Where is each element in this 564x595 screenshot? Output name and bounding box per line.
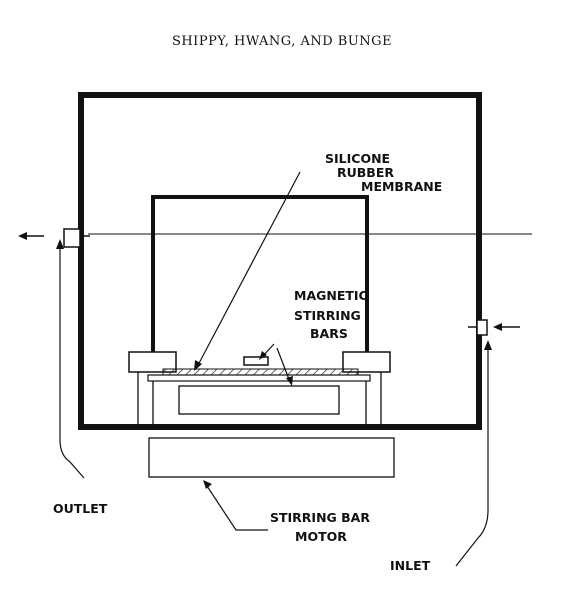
left-support-block bbox=[128, 351, 177, 373]
magnetic-stirring-bar bbox=[243, 356, 269, 366]
stirring-label-line2: STIRRING bbox=[294, 308, 361, 323]
membrane-leader bbox=[196, 171, 301, 368]
right-support-block bbox=[342, 351, 391, 373]
outlet-leader bbox=[59, 242, 85, 479]
inlet-label: INLET bbox=[390, 558, 431, 573]
membrane-label-line3: MEMBRANE bbox=[361, 179, 442, 194]
inlet-arrowhead bbox=[493, 323, 502, 331]
lower-chamber bbox=[178, 385, 340, 415]
membrane-leader-arrowhead bbox=[194, 360, 202, 371]
outlet-arrowhead bbox=[18, 232, 27, 240]
stirring-label-line3: BARS bbox=[310, 326, 348, 341]
inner-chamber bbox=[151, 195, 369, 356]
outlet-port bbox=[63, 228, 81, 248]
stirring-bars-leader-2 bbox=[276, 347, 291, 383]
stirring-bar-motor bbox=[148, 437, 395, 478]
motor-leader bbox=[204, 482, 268, 531]
outlet-leader-arrowhead bbox=[56, 239, 64, 249]
motor-label-line1: STIRRING BAR bbox=[270, 510, 370, 525]
running-head: SHIPPY, HWANG, AND BUNGE bbox=[171, 34, 393, 49]
inlet-port bbox=[476, 319, 488, 336]
outer-chamber bbox=[78, 92, 482, 430]
membrane-label-line2: RUBBER bbox=[337, 165, 394, 180]
stirring-bars-leader-arrowhead bbox=[259, 351, 267, 360]
motor-leader-arrowhead bbox=[203, 480, 212, 489]
outlet-label: OUTLET bbox=[53, 501, 108, 516]
lower-plate bbox=[147, 374, 371, 382]
inlet-leader bbox=[455, 344, 489, 567]
inlet-leader-arrowhead bbox=[484, 340, 492, 350]
membrane-label-line1: SILICONE bbox=[325, 151, 390, 166]
stirring-bars-leader-2-arrowhead bbox=[286, 376, 293, 386]
motor-label-line2: MOTOR bbox=[295, 529, 347, 544]
stirring-label-line1: MAGNETIC bbox=[294, 288, 368, 303]
silicone-membrane bbox=[162, 368, 359, 376]
